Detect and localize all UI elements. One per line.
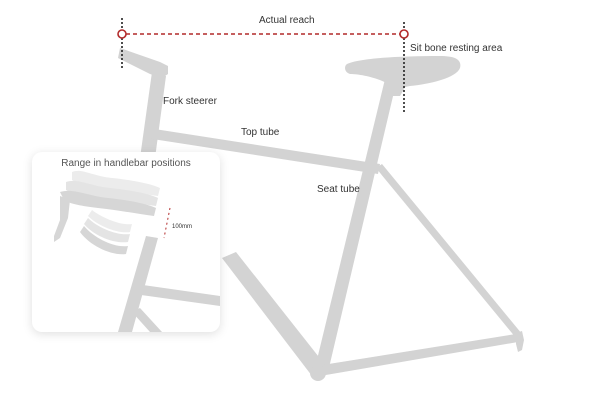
handlebar-drop-low (80, 226, 128, 255)
actual-reach-label: Actual reach (259, 15, 315, 26)
down-tube (222, 252, 326, 376)
range-measure-label: 100mm (172, 224, 193, 230)
handlebar-range-illustration (54, 170, 220, 332)
handlebar-position-high (72, 170, 160, 196)
reach-endpoint-left (117, 29, 127, 39)
inset-title: Range in handlebar positions (61, 158, 191, 169)
chain-stay (316, 334, 518, 376)
handlebar-drop-mid (84, 218, 130, 243)
brake-lever (54, 196, 70, 242)
handlebar-position-low (60, 190, 156, 216)
seat-tube-label: Seat tube (317, 184, 360, 195)
top-tube (146, 128, 380, 174)
rear-dropout (516, 331, 524, 352)
saddle (345, 56, 461, 89)
top-tube-label: Top tube (241, 127, 280, 138)
handlebar-range-inset: Range in handlebar positions 100mm (32, 152, 220, 332)
seat-tube (314, 75, 398, 372)
sit-bone-label: Sit bone resting area (410, 43, 503, 54)
range-measure-line (163, 207, 171, 239)
inset-head-tube (118, 236, 158, 332)
stem (118, 48, 168, 78)
bottom-bracket (310, 365, 326, 381)
seat-stay (376, 164, 522, 338)
handlebar-position-mid (66, 180, 158, 206)
reach-endpoint-right (399, 29, 409, 39)
handlebar-drop-high (88, 210, 132, 233)
inset-down-tube (132, 308, 162, 332)
inset-top-tube (134, 284, 220, 306)
fork-steerer-label: Fork steerer (163, 96, 217, 107)
